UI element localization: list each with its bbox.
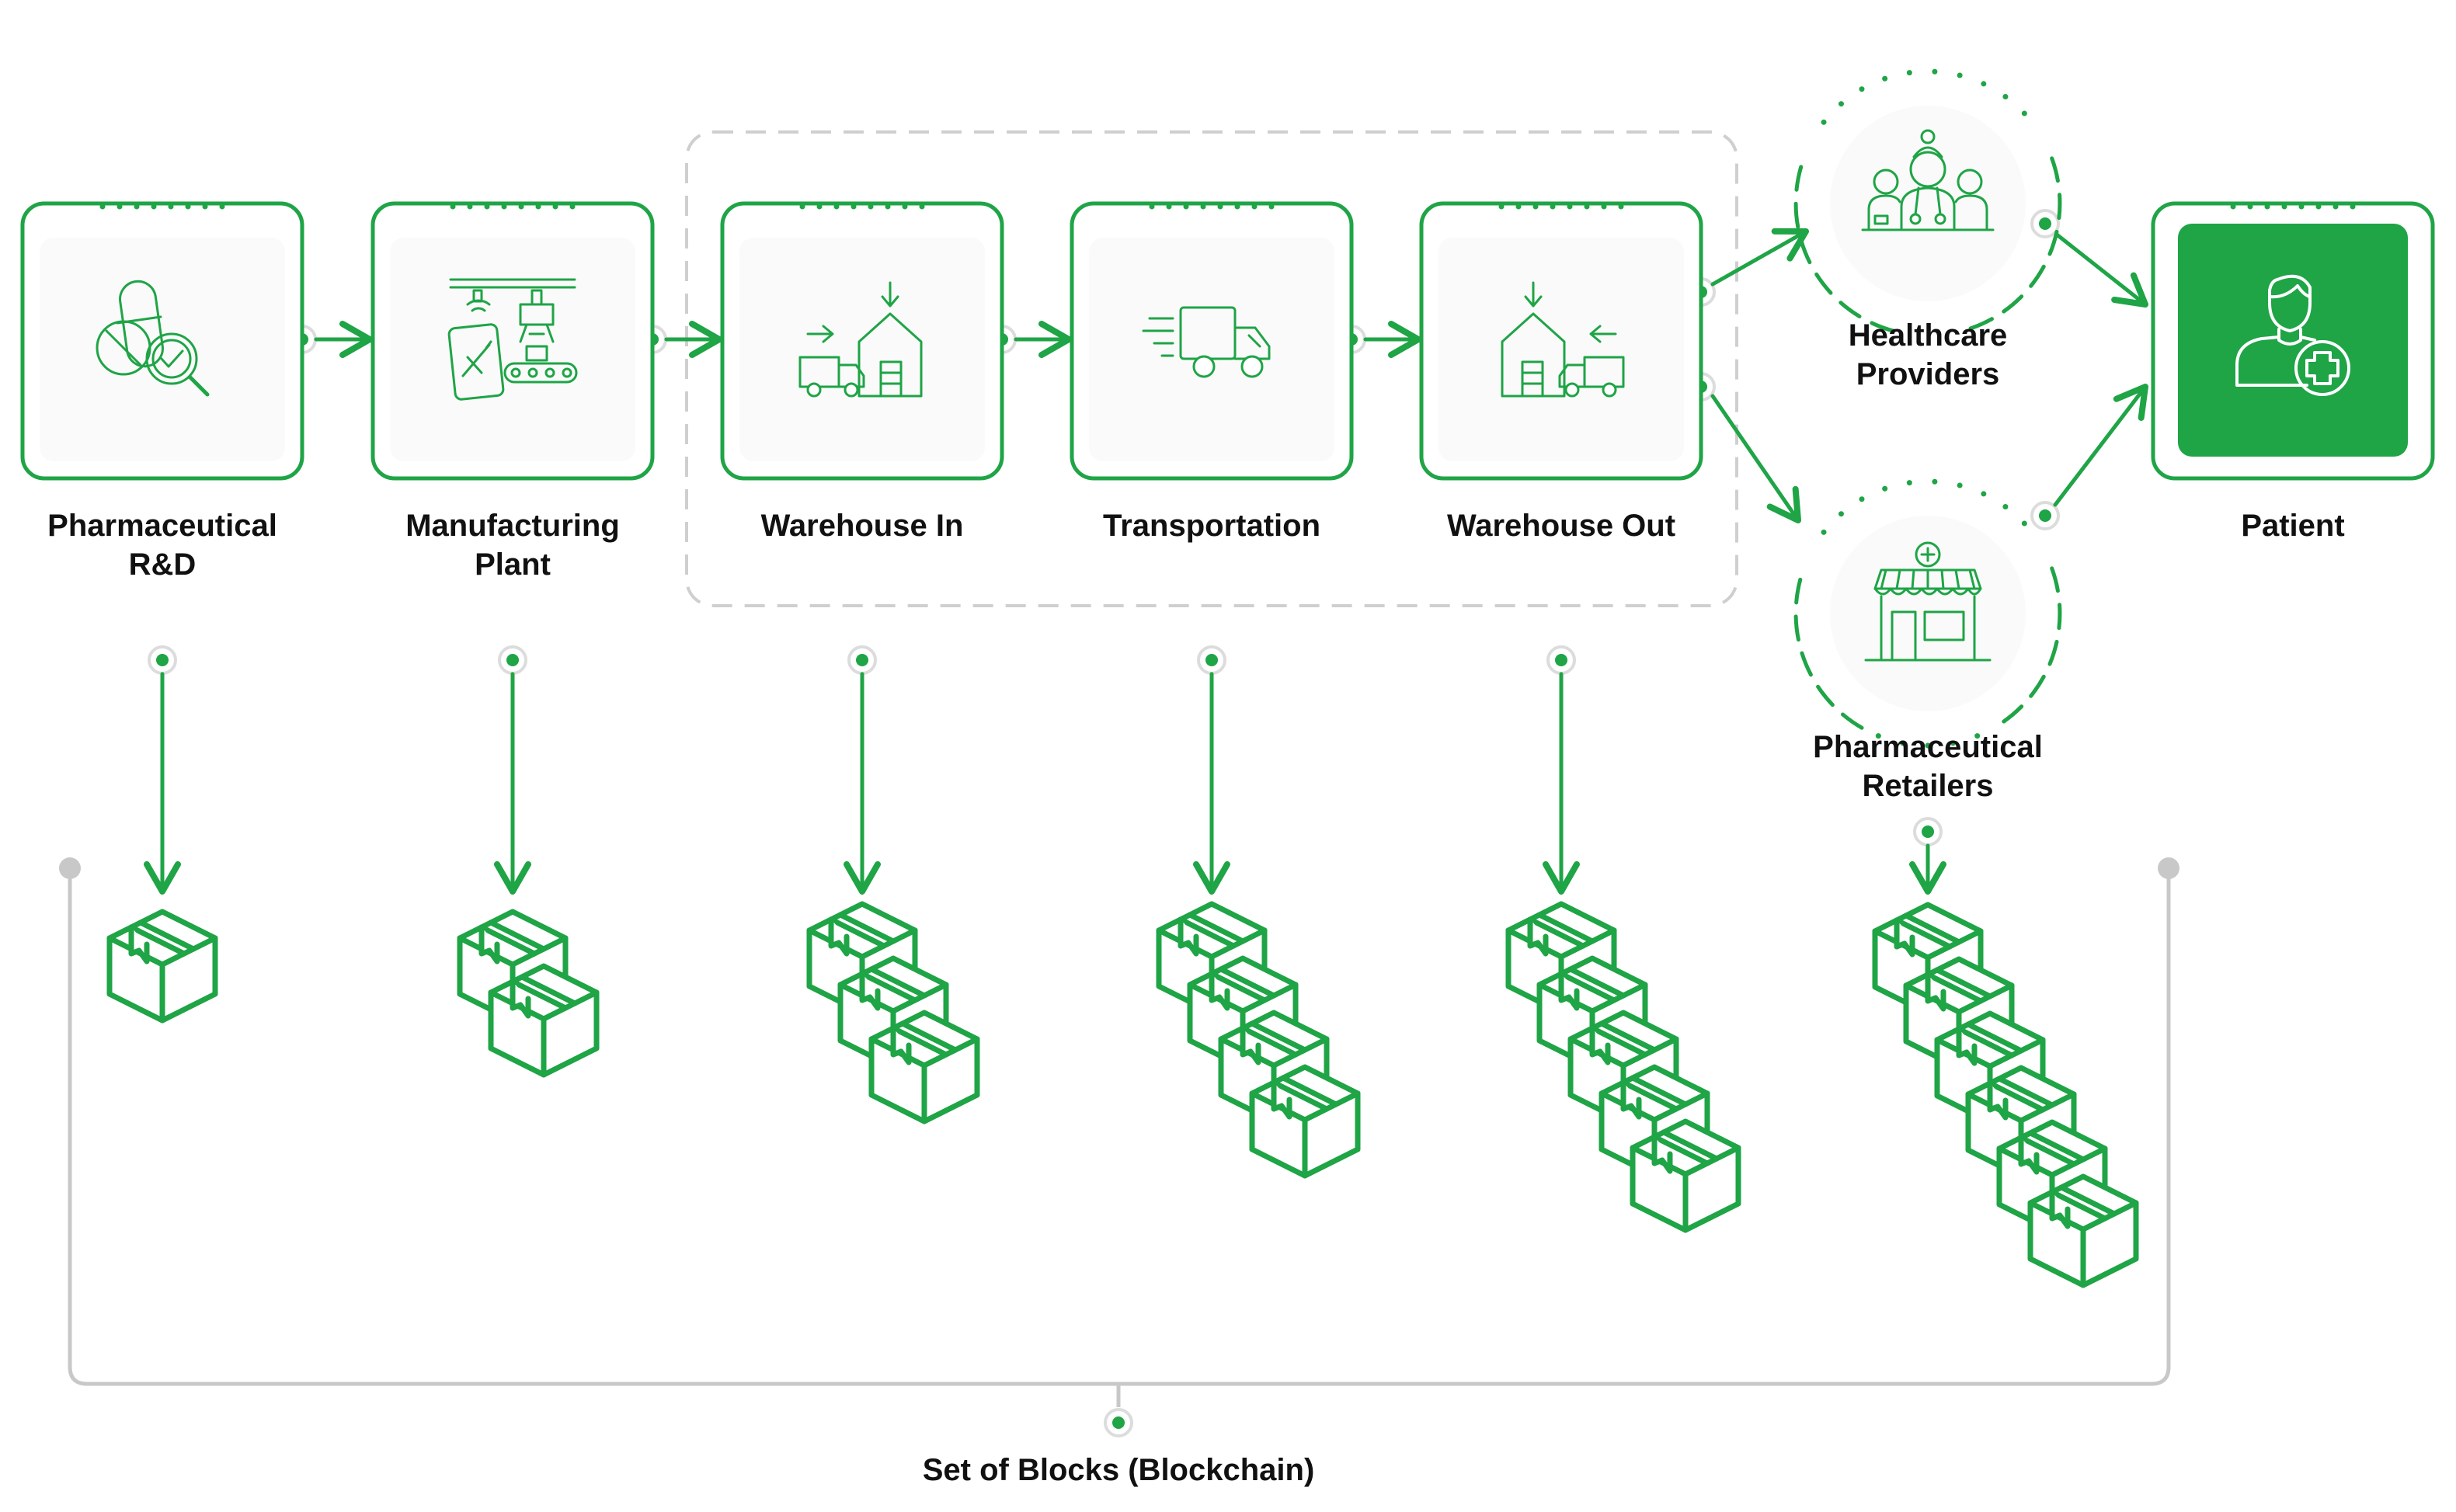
stage-label: Transportation — [1103, 509, 1320, 543]
stage-card-inner — [1438, 238, 1684, 461]
branch-pharmaceutical-retailers — [1793, 478, 2062, 749]
healthcare-out-dot — [2030, 209, 2060, 238]
medical-staff-icon — [1861, 129, 1995, 231]
block-stack — [1875, 905, 2136, 1285]
stage-label: Plant — [475, 547, 551, 582]
decorative-dots — [99, 203, 225, 210]
branch-inner-circle — [1830, 516, 2026, 711]
block-cube-icon — [2030, 1177, 2136, 1285]
decorative-dots — [1821, 478, 2027, 535]
retailer-block-dot — [1913, 817, 1943, 846]
stage-transportation — [1070, 201, 1354, 481]
warehouse-out-icon — [1501, 281, 1625, 398]
stage-label: Pharmaceutical — [47, 509, 277, 543]
pill-magnifier-icon — [96, 280, 210, 397]
stage-card-inner — [390, 238, 635, 461]
warehouse-in-icon — [798, 281, 923, 398]
logistics-group-outline — [685, 130, 1738, 607]
stage-warehouse-out — [1419, 201, 1703, 481]
factory-robot-arm-icon — [447, 278, 578, 401]
labels: PharmaceuticalR&DManufacturingPlantWareh… — [47, 318, 2345, 1487]
stage-card-inner — [739, 238, 985, 461]
blockchain-label: Set of Blocks (Blockchain) — [923, 1453, 1315, 1487]
branch-healthcare-providers — [1793, 68, 2062, 333]
patient-label: Patient — [2241, 509, 2344, 543]
decorative-dots — [1821, 68, 2027, 125]
block-stack — [110, 912, 215, 1020]
branch-inner-circle — [1830, 106, 2026, 301]
branches — [1793, 68, 2062, 749]
block-cube-icon — [1633, 1121, 1738, 1230]
block-stack — [1159, 904, 1358, 1176]
pharmacy-store-icon — [1864, 541, 1992, 662]
block-cube-icon — [110, 912, 215, 1020]
block-cube-icon — [1252, 1067, 1358, 1176]
stage-label: R&D — [129, 547, 197, 582]
delivery-truck-icon — [1142, 306, 1271, 378]
block-link-dot — [1197, 645, 1226, 675]
stages — [20, 201, 1703, 481]
stage-pharmaceutical-r-d — [20, 201, 304, 481]
stage-label: Warehouse Out — [1447, 509, 1675, 543]
block-link-dot — [498, 645, 527, 675]
blockchain-bracket — [59, 857, 2179, 1407]
decorative-dots — [450, 203, 576, 210]
branch-label: Pharmaceutical — [1813, 730, 2043, 764]
branch-label: Providers — [1856, 357, 2000, 391]
block-link-dot — [148, 645, 177, 675]
stage-card-inner — [1089, 238, 1334, 461]
block-stack — [1508, 904, 1738, 1230]
patient-plus-icon — [2235, 274, 2350, 396]
stage-label: Warehouse In — [761, 509, 964, 543]
block-stack — [460, 912, 597, 1075]
healthcare-to-patient-arrow — [2054, 232, 2148, 308]
branch-label: Retailers — [1863, 769, 1994, 803]
stage-manufacturing-plant — [370, 201, 655, 481]
retailers-to-patient-arrow — [2053, 384, 2148, 507]
block-cube-icon — [491, 966, 597, 1075]
branch-label: Healthcare — [1849, 318, 2008, 353]
patient-card-fill — [2178, 224, 2408, 457]
patient-node — [2151, 201, 2435, 481]
decorative-dots — [1149, 203, 1275, 210]
stage-warehouse-in — [720, 201, 1004, 481]
decorative-dots — [799, 203, 925, 210]
block-link-dot — [1546, 645, 1576, 675]
decorative-dots — [2230, 203, 2356, 210]
to-retailers-arrow — [1710, 394, 1801, 523]
stage-label: Manufacturing — [405, 509, 620, 543]
block-link-dot — [847, 645, 877, 675]
decorative-dots — [1498, 203, 1624, 210]
blockchain-blocks — [110, 904, 2136, 1285]
block-stack — [809, 904, 977, 1121]
decorative-dots — [1875, 733, 1981, 749]
blockchain-dot — [1104, 1408, 1133, 1437]
block-cube-icon — [871, 1013, 977, 1121]
retailers-out-dot — [2030, 501, 2060, 530]
to-healthcare-arrow — [1710, 228, 1809, 287]
